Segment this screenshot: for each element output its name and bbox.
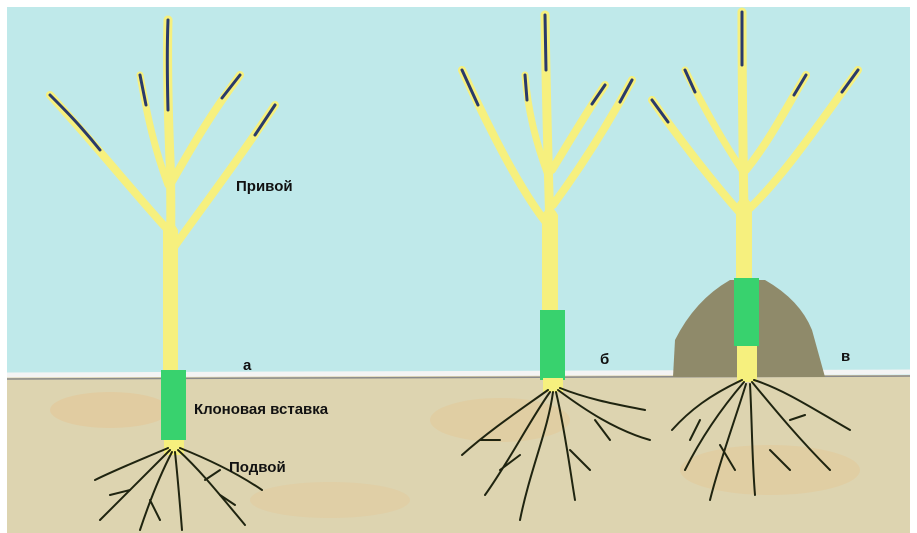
variant-letter-a: а [243,357,252,374]
variant-letter-b: б [600,351,609,368]
interstock [540,310,565,380]
soil-patch [250,482,410,518]
soil-patch [680,445,860,495]
scion-trunk [163,223,178,371]
rootstock-stem [543,378,563,392]
scion-trunk [736,198,752,281]
variant-letter-v: в [841,348,850,365]
rootstock-label: Подвой [229,459,286,476]
soil-patch [50,392,170,428]
rootstock-stem [737,346,757,382]
interstock [161,370,186,440]
scion-trunk [542,208,558,311]
interstock [734,278,759,346]
scion-label: Привой [236,178,293,195]
soil-patch [430,398,570,442]
interstock-label: Клоновая вставка [194,401,329,418]
